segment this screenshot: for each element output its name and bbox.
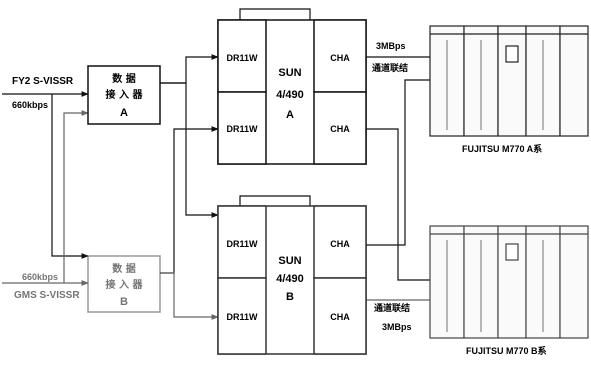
link-receiver-b-to-server-a: [160, 129, 218, 273]
input-a-rate-label: 660kbps: [12, 100, 48, 110]
server-b-port-bottom-label: DR11W: [226, 312, 258, 322]
link-receiver-b-to-server-b: [160, 273, 218, 317]
link-b-text-label: 通道联结: [374, 302, 410, 314]
link-a-rate-label: 3MBps: [376, 41, 406, 51]
mainframe-a: [430, 26, 588, 136]
server-b-name2: 4/490: [276, 273, 304, 285]
input-b-signal-label: GMS S-VISSR: [14, 290, 80, 301]
server-a-name1: SUN: [278, 67, 301, 79]
server-a-name3: A: [286, 109, 294, 121]
server-b-name3: B: [286, 291, 294, 303]
mainframe-b-panel: [506, 244, 518, 260]
link-a-text-label: 通道联结: [372, 62, 408, 74]
mainframe-a-cabinet-5: [560, 26, 588, 136]
mainframe-a-label: FUJITSU M770 A系: [462, 143, 542, 154]
server-b-top-bus: [240, 196, 310, 206]
receiver-a-line1: 数 据: [112, 72, 135, 85]
receiver-b-line1: 数 据: [112, 262, 135, 275]
mainframe-a-panel: [506, 46, 518, 62]
mainframe-b: [430, 226, 588, 338]
link-b-rate-label: 3MBps: [382, 322, 412, 332]
input-a-signal-label: FY2 S-VISSR: [12, 76, 74, 87]
server-b-cha-top-label: CHA: [330, 239, 350, 249]
server-a-port-bottom-label: DR11W: [226, 124, 258, 134]
link-receiver-a-to-server-a: [160, 57, 218, 83]
server-b-cha-bottom-label: CHA: [330, 312, 350, 322]
server-a-top-bus: [240, 9, 310, 20]
server-a-cha-bottom-label: CHA: [330, 124, 350, 134]
input-b-rate-label: 660kbps: [22, 272, 58, 282]
link-cha-a-to-mainframe-b: [366, 129, 430, 280]
receiver-b-line3: B: [120, 296, 128, 308]
mainframe-b-cabinet-3: [498, 226, 526, 338]
link-fy2-to-receiver-b: [52, 94, 88, 256]
server-b-port-top-label: DR11W: [226, 239, 258, 249]
server-sun-a: DR11W DR11W SUN 4/490 A CHA CHA: [218, 20, 366, 164]
mainframe-b-label: FUJITSU M770 B系: [466, 345, 547, 356]
link-receiver-a-to-server-b: [160, 83, 218, 215]
mainframe-b-cabinet-5: [560, 226, 588, 338]
data-receiver-a: 数 据 接 入 器 A: [88, 66, 160, 124]
receiver-a-line3: A: [120, 107, 128, 119]
server-b-name1: SUN: [278, 255, 301, 267]
server-sun-b: DR11W DR11W SUN 4/490 B CHA CHA: [218, 206, 366, 354]
receiver-b-line2: 接 入 器: [106, 278, 144, 291]
receiver-a-line2: 接 入 器: [106, 88, 144, 101]
server-a-cha-top-label: CHA: [330, 53, 350, 63]
mainframe-a-cabinet-3: [498, 26, 526, 136]
server-a-name2: 4/490: [276, 89, 304, 101]
data-receiver-b: 数 据 接 入 器 B: [88, 256, 160, 312]
server-a-port-top-label: DR11W: [226, 53, 258, 63]
link-gms-to-receiver-a: [64, 113, 88, 283]
